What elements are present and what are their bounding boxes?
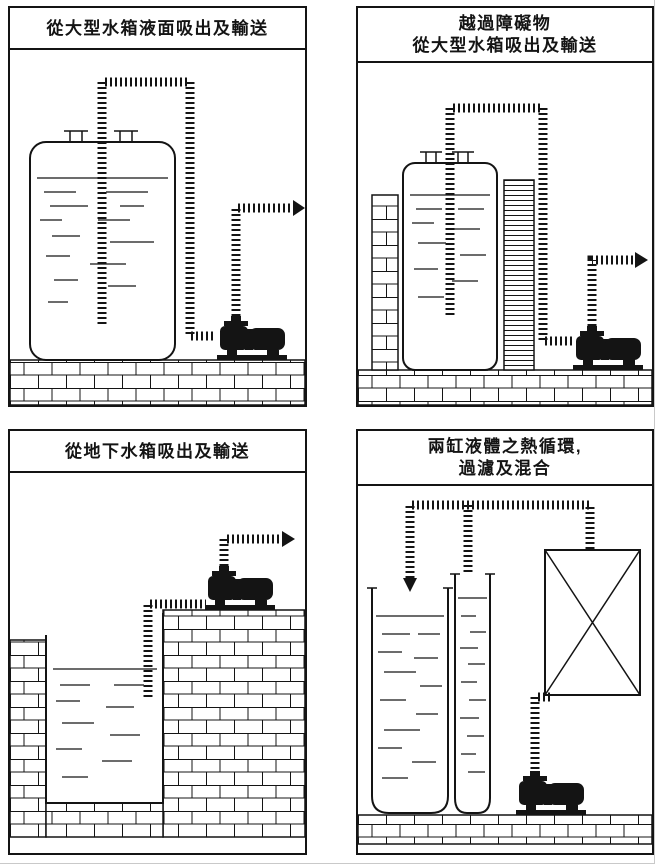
- panel-title: 越過障礙物 從大型水箱吸出及輸送: [358, 8, 652, 63]
- storage-tank: [29, 130, 176, 361]
- discharge-pipe: [587, 255, 635, 326]
- panel-title-line: 兩缸液體之熱循環,: [427, 437, 583, 456]
- suction-pipe: [143, 599, 206, 697]
- suction-pipe: [445, 103, 575, 346]
- tank-nozzle-icon: [64, 130, 88, 142]
- tank-nozzle-icon: [420, 151, 442, 163]
- panel-body: [10, 50, 305, 405]
- ground-right: [162, 609, 305, 838]
- ground-bottom: [45, 802, 164, 838]
- pump-riser-pipe: [530, 692, 550, 771]
- surface-suction-diagram: [10, 77, 305, 405]
- pump-icon: [573, 326, 643, 370]
- panel-title-line: 越過障礙物: [458, 14, 552, 33]
- suction-pipe: [97, 77, 216, 341]
- panel-title: 從地下水箱吸出及輸送: [10, 431, 305, 473]
- underground-diagram: [10, 531, 305, 838]
- liquid-lines-middle: [458, 597, 487, 773]
- panel-body: [358, 486, 652, 853]
- brick-floor: [10, 359, 305, 405]
- panel-title-line: 從地下水箱吸出及輸送: [65, 442, 250, 461]
- underground-pit: [45, 613, 164, 804]
- flow-arrow-icon: [282, 531, 295, 547]
- circulation-diagram: [358, 500, 652, 845]
- brick-floor: [358, 814, 652, 845]
- obstacle-pillar: [503, 179, 535, 371]
- flow-arrow-icon: [635, 252, 648, 268]
- panel-circulation: 兩缸液體之熱循環, 過濾及混合: [356, 429, 654, 855]
- pump-icon: [205, 566, 275, 610]
- heat-exchanger-icon: [544, 549, 641, 696]
- panel-suction-from-surface: 從大型水箱液面吸出及輸送: [8, 6, 307, 407]
- panel-title: 兩缸液體之熱循環, 過濾及混合: [358, 431, 652, 486]
- down-arrow-icon: [403, 578, 417, 592]
- discharge-pipe: [231, 203, 293, 316]
- panel-title: 從大型水箱液面吸出及輸送: [10, 8, 305, 50]
- left-open-tank: [367, 587, 453, 814]
- brick-floor: [358, 369, 652, 405]
- storage-tank: [402, 151, 498, 371]
- panel-title-line: 從大型水箱液面吸出及輸送: [46, 19, 269, 38]
- pump-icon: [516, 771, 586, 815]
- liquid-lines: [53, 668, 157, 778]
- tank-nozzle-icon: [114, 130, 138, 142]
- brick-wall: [371, 194, 399, 371]
- panel-body: [358, 63, 652, 405]
- panel-title-line: 從大型水箱吸出及輸送: [412, 36, 598, 55]
- panel-underground-tank: 從地下水箱吸出及輸送: [8, 429, 307, 855]
- middle-open-tank: [450, 573, 495, 814]
- panel-over-obstacle: 越過障礙物 從大型水箱吸出及輸送: [356, 6, 654, 407]
- liquid-lines-left: [376, 615, 444, 779]
- circulation-pipe: [405, 500, 595, 578]
- obstacle-diagram: [358, 103, 652, 405]
- panel-title-line: 過濾及混合: [458, 459, 552, 478]
- ground-left: [10, 639, 47, 838]
- discharge-pipe: [219, 534, 282, 566]
- panel-body: [10, 473, 305, 853]
- pump-icon: [217, 316, 287, 360]
- flow-arrow-icon: [293, 200, 305, 216]
- tank-nozzle-icon: [452, 151, 474, 163]
